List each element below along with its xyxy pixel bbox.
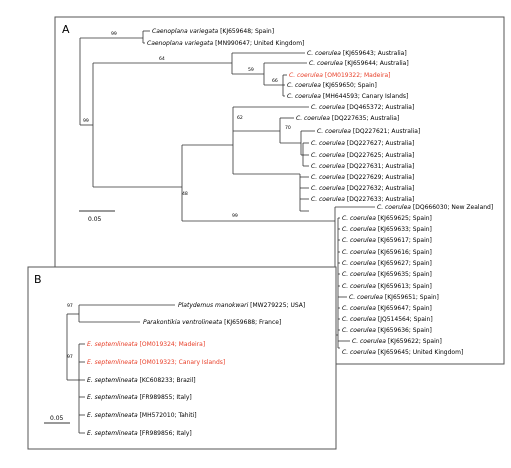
- leaf-label: E. septemlineata [KC608233; Brazil]: [87, 377, 196, 384]
- leaf-label: C. coerulea [KJ659643; Australia]: [307, 50, 407, 57]
- bootstrap-64: 64: [159, 56, 165, 62]
- leaf-label: C. coerulea [DQ227635; Australia]: [296, 115, 399, 122]
- leaf-label: Caenoplana variegata [MN990647; United K…: [147, 40, 304, 47]
- leaf-label: C. coerulea [KJ659650; Spain]: [287, 82, 377, 89]
- leaf-label: C. coerulea [KJ659647; Spain]: [342, 305, 432, 312]
- panel-a-tree: [79, 30, 375, 349]
- leaf-label: C. coerulea [DQ227631; Australia]: [311, 163, 414, 170]
- leaf-label: C. coerulea [KJ659617; Spain]: [342, 237, 432, 244]
- leaf-label: C. coerulea [DQ227633; Australia]: [311, 196, 414, 203]
- panel-b-scale-label: 0.05: [50, 415, 64, 422]
- leaf-label: Caenoplana variegata [KJ659648; Spain]: [152, 28, 274, 35]
- leaf-label-highlighted: C. coerulea [OM019322; Madeira]: [289, 72, 390, 79]
- leaf-label: C. coerulea [KJ659622; Spain]: [352, 338, 442, 345]
- bootstrap-99-caenoplana: 99: [111, 31, 117, 37]
- leaf-label: C. coerulea [DQ227625; Australia]: [311, 152, 414, 159]
- leaf-label: C. coerulea [DQ227621; Australia]: [317, 128, 420, 135]
- panel-a-label: A: [62, 23, 70, 36]
- leaf-label: C. coerulea [KJ659616; Spain]: [342, 249, 432, 256]
- bootstrap-70: 70: [285, 125, 291, 131]
- leaf-label: C. coerulea [DQ227629; Australia]: [311, 174, 414, 181]
- leaf-label: C. coerulea [KJ659633; Spain]: [342, 226, 432, 233]
- panel-b-label: B: [34, 273, 42, 286]
- leaf-label: C. coerulea [DQ227627; Australia]: [311, 140, 414, 147]
- leaf-label: E. septemlineata [FR989855; Italy]: [87, 394, 192, 401]
- leaf-label: E. septemlineata [FR989856; Italy]: [87, 430, 192, 437]
- panel-b-leaves: Platydemus manokwari [MW279225; USA] Par…: [87, 302, 305, 437]
- leaf-label: C. coerulea [DQ666030; New Zealand]: [377, 204, 493, 211]
- bootstrap-48: 48: [182, 191, 188, 197]
- leaf-label: C. coerulea [KJ659644; Australia]: [309, 60, 409, 67]
- leaf-label: C. coerulea [KJ659645; United Kingdom]: [342, 349, 463, 356]
- leaf-label: Parakontikia ventrolineata [KJ659688; Fr…: [143, 319, 281, 326]
- bootstrap-97-septemlineata: 97: [67, 354, 73, 360]
- leaf-label: C. coerulea [KJ659625; Spain]: [342, 215, 432, 222]
- panel-a-leaves: Caenoplana variegata [KJ659648; Spain] C…: [147, 28, 493, 356]
- leaf-label: C. coerulea [DQ465372; Australia]: [311, 104, 414, 111]
- leaf-label: C. coerulea [MH644593; Canary Islands]: [287, 93, 408, 100]
- panel-a-scale-label: 0.05: [88, 216, 102, 223]
- leaf-label: C. coerulea [KJ659613; Spain]: [342, 283, 432, 290]
- leaf-label: C. coerulea [KJ659636; Spain]: [342, 327, 432, 334]
- bootstrap-66: 66: [272, 78, 278, 84]
- bootstrap-99-coerulea: 99: [83, 118, 89, 124]
- leaf-label: Platydemus manokwari [MW279225; USA]: [178, 302, 305, 309]
- leaf-label-highlighted: E. septemlineata [OM019324; Madeira]: [87, 341, 205, 348]
- leaf-label: C. coerulea [KJ659651; Spain]: [349, 294, 439, 301]
- leaf-label-highlighted: E. septemlineata [OM019323; Canary Islan…: [87, 359, 225, 366]
- leaf-label: C. coerulea [JQ514564; Spain]: [342, 316, 433, 323]
- leaf-label: E. septemlineata [MH572010; Tahiti]: [87, 412, 197, 419]
- leaf-label: C. coerulea [KJ659627; Spain]: [342, 260, 432, 267]
- panel-b-frame: [27, 266, 337, 450]
- bootstrap-59: 59: [248, 67, 254, 73]
- bootstrap-97-outgroup: 97: [67, 303, 73, 309]
- panel-b-tree: [66, 304, 175, 434]
- leaf-label: C. coerulea [KJ659635; Spain]: [342, 271, 432, 278]
- bootstrap-62: 62: [237, 115, 243, 121]
- leaf-label: C. coerulea [DQ227632; Australia]: [311, 185, 414, 192]
- bootstrap-99-nz-spain: 99: [232, 213, 238, 219]
